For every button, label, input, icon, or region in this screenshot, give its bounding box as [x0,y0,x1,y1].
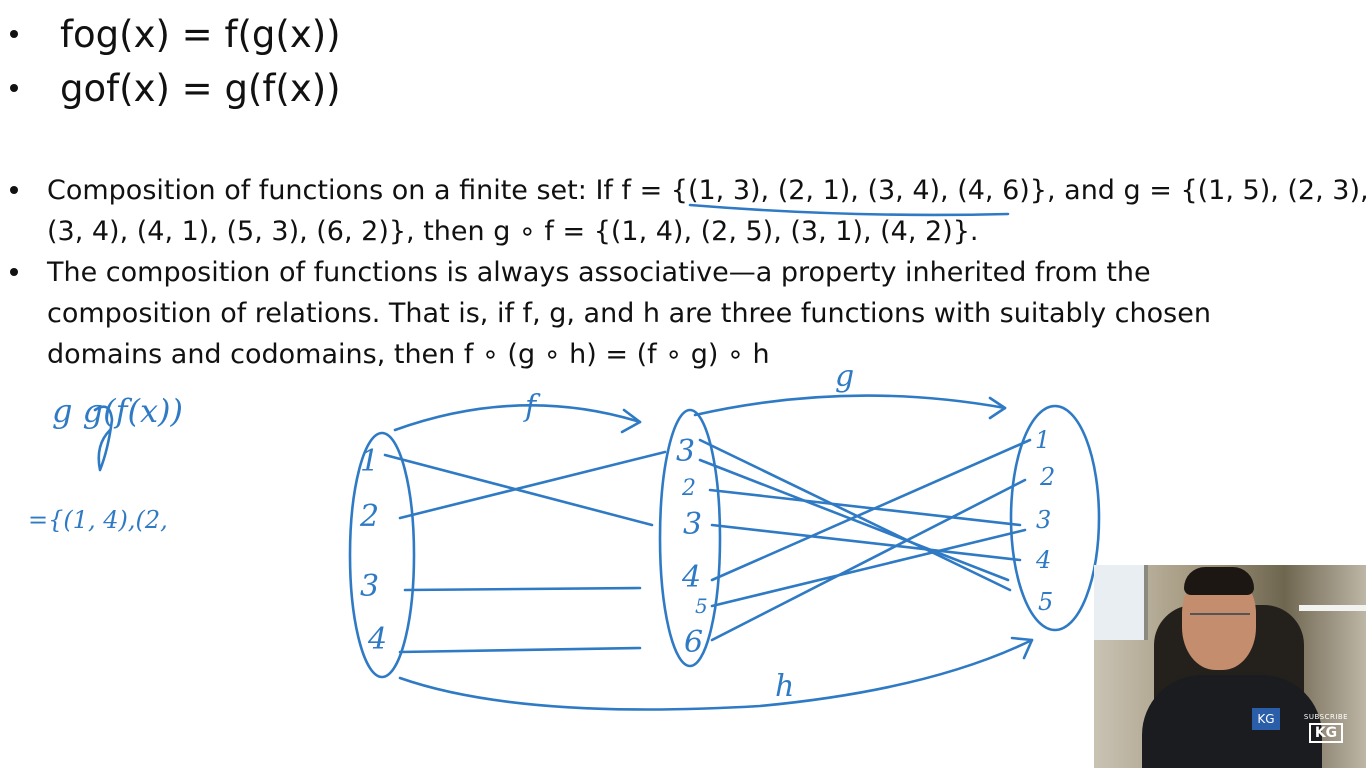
map-g-4-1 [710,438,1032,582]
presenter-hair [1184,567,1254,595]
scribble-g [93,405,114,472]
set-c-item: 1 [1035,426,1051,454]
set-c-oval [1009,404,1101,632]
set-b-item: 2 [682,476,696,501]
subscribe-text: SUBSCRIBE [1303,713,1349,721]
para2-line-3: domains and codomains, then f ∘ (g ∘ h) … [47,339,770,370]
presenter-torso [1142,675,1322,768]
map-f-3-4 [403,586,642,592]
paragraph-associative: The composition of functions is always a… [47,252,1347,375]
para1-line-1: Composition of functions on a finite set… [47,175,1366,206]
set-a-item: 1 [360,444,380,479]
map-f-2-1 [398,450,667,520]
shirt-badge: KG [1252,708,1280,730]
map-extra [698,458,1010,582]
set-b-item: 6 [684,625,704,660]
set-b-item: 5 [695,594,708,618]
set-b-item: 3 [676,434,696,469]
subscribe-kg: KG [1308,723,1344,743]
label-g: g [835,359,855,394]
set-c-item: 3 [1036,506,1052,534]
subscribe-logo[interactable]: SUBSCRIBE KG [1294,713,1358,753]
webcam-shelf [1299,605,1366,611]
bullet-fog: fog(x) = f(g(x)) [60,13,341,56]
arrow-f [393,404,642,432]
set-c-item: 5 [1038,588,1054,616]
label-h: h [775,669,795,704]
webcam-overlay: KG SUBSCRIBE KG [1094,565,1366,768]
underline-f-set [688,203,1010,217]
para2-line-1: The composition of functions is always a… [47,257,1151,288]
para1-line-2: (3, 4), (4, 1), (5, 3), (6, 2)}, then g … [47,216,979,247]
bullet-dot [10,30,18,38]
set-a-oval [348,431,416,679]
set-a-item: 3 [360,569,380,604]
presenter-glasses [1190,613,1250,623]
bullet-gof: gof(x) = g(f(x)) [60,67,341,110]
map-g-3-4 [710,523,1022,562]
set-c-item: 4 [1036,546,1052,574]
set-b-oval [658,408,722,668]
map-f-1-3 [383,453,654,527]
arrow-h [398,638,1034,711]
paragraph-composition-finite-set: Composition of functions on a finite set… [47,170,1366,252]
arrow-g-head [988,396,1007,420]
map-g-5-3 [710,528,1027,608]
para2-line-2: composition of relations. That is, if f,… [47,298,1211,329]
arrow-f-head [620,408,642,434]
arrow-h-head [1010,636,1034,660]
bullet-dot [10,268,18,276]
set-b-item: 4 [682,560,702,595]
handwritten-expression: g g(f(x)) [52,392,183,430]
bullet-dot [10,84,18,92]
bullet-dot [10,186,18,194]
map-g-2-3 [708,488,1022,527]
map-g-1-5 [698,438,1012,592]
set-a-item: 4 [368,622,388,657]
set-c-item: 2 [1040,463,1056,491]
map-g-6-2 [710,478,1027,642]
set-a-item: 2 [360,499,380,534]
label-f: f [525,389,537,424]
arrow-g [693,394,1007,417]
webcam-window [1094,565,1148,640]
handwritten-set: ={(1, 4),(2, [28,506,168,534]
map-f-4-6 [398,646,642,654]
set-b-item: 3 [683,507,703,542]
